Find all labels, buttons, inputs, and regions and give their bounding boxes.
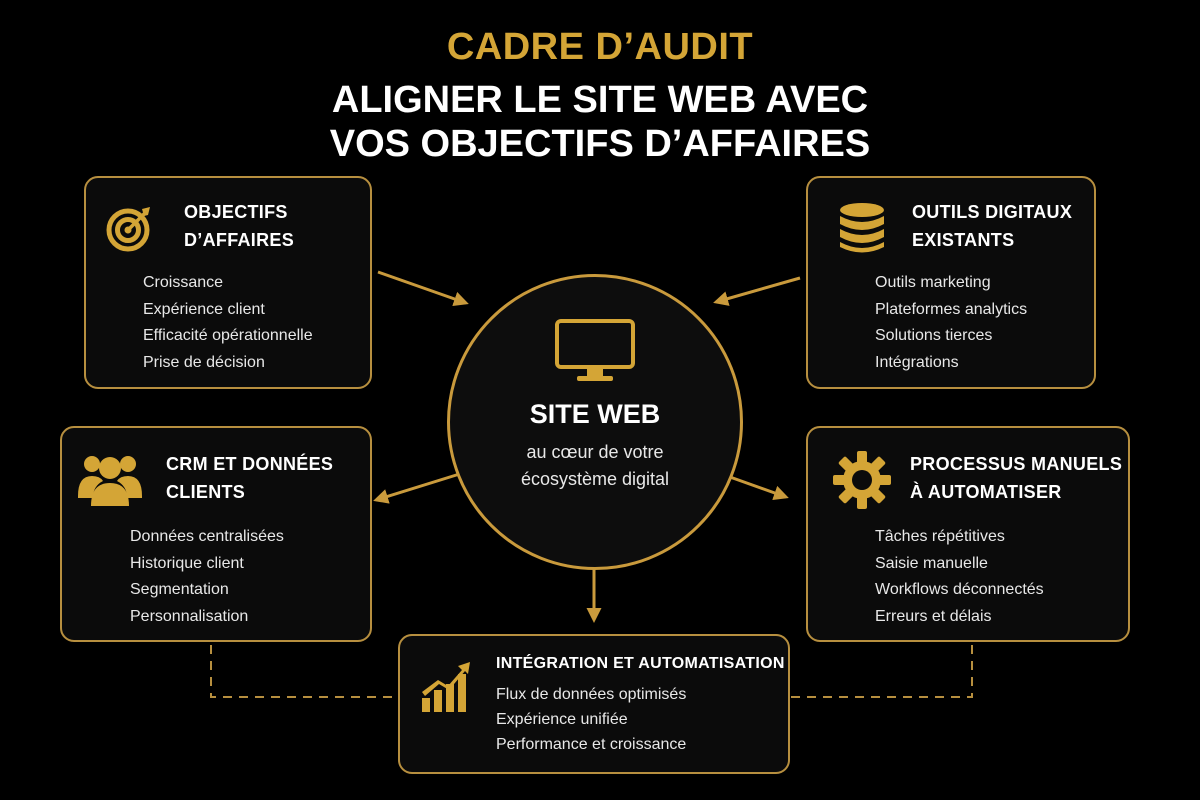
gear-icon bbox=[833, 451, 891, 509]
card-processus-title-line-2: À AUTOMATISER bbox=[910, 482, 1062, 502]
card-outils-digitaux: OUTILS DIGITAUX EXISTANTS Outils marketi… bbox=[806, 176, 1096, 389]
list-item: Plateformes analytics bbox=[875, 300, 1028, 318]
hub-subtitle: au cœur de votre écosystème digital bbox=[450, 439, 740, 493]
list-item: Croissance bbox=[143, 274, 224, 291]
list-item: Solutions tierces bbox=[875, 327, 993, 344]
target-icon bbox=[106, 207, 150, 252]
card-integration-automatisation: INTÉGRATION ET AUTOMATISATION Flux de do… bbox=[398, 634, 790, 774]
list-item: Prise de décision bbox=[143, 353, 265, 371]
card-outils-list: Outils marketing Plateformes analytics S… bbox=[875, 270, 1027, 376]
list-item: Erreurs et délais bbox=[875, 607, 992, 625]
list-item: Saisie manuelle bbox=[875, 554, 988, 572]
list-item: Historique client bbox=[130, 554, 244, 572]
arrow-outils-to-hub bbox=[713, 276, 801, 306]
list-item: Expérience unifiée bbox=[496, 711, 628, 728]
hub-title: SITE WEB bbox=[529, 399, 661, 429]
card-crm-list: Données centralisées Historique client S… bbox=[130, 524, 284, 630]
main-title-line-1: ALIGNER LE SITE WEB AVEC bbox=[331, 79, 869, 121]
card-objectifs-list: Croissance Expérience client Efficacité … bbox=[143, 270, 313, 376]
card-crm-title-line-2: CLIENTS bbox=[166, 482, 246, 502]
card-outils-title-line-1: OUTILS DIGITAUX bbox=[912, 202, 1073, 222]
list-item: Performance et croissance bbox=[496, 736, 687, 753]
card-processus-title: PROCESSUS MANUELS À AUTOMATISER bbox=[910, 450, 1122, 506]
card-processus-manuels: PROCESSUS MANUELS À AUTOMATISER Tâches r… bbox=[806, 426, 1130, 642]
card-objectifs-affaires: OBJECTIFS D’AFFAIRES Croissance Expérien… bbox=[84, 176, 372, 389]
list-item: Workflows déconnectés bbox=[875, 581, 1044, 598]
main-title: ALIGNER LE SITE WEB AVEC VOS OBJECTIFS D… bbox=[0, 78, 1200, 166]
monitor-icon bbox=[555, 319, 635, 381]
dashed-link-left bbox=[210, 645, 398, 698]
list-item: Efficacité opérationnelle bbox=[143, 327, 313, 344]
card-integration-list: Flux de données optimisés Expérience uni… bbox=[496, 682, 686, 757]
hub-site-web: SITE WEB au cœur de votre écosystème dig… bbox=[447, 274, 743, 570]
card-outils-title-line-2: EXISTANTS bbox=[912, 230, 1015, 250]
growth-chart-icon bbox=[422, 662, 470, 712]
list-item: Flux de données optimisés bbox=[496, 686, 687, 703]
hub-subtitle-line-1: au cœur de votre bbox=[526, 442, 664, 462]
arrow-hub-to-crm bbox=[373, 470, 467, 504]
card-crm-donnees: CRM ET DONNÉES CLIENTS Données centralis… bbox=[60, 426, 372, 642]
hub-subtitle-line-2: écosystème digital bbox=[520, 469, 670, 489]
main-title-line-2: VOS OBJECTIFS D’AFFAIRES bbox=[329, 123, 871, 165]
list-item: Tâches répétitives bbox=[875, 528, 1005, 545]
card-integration-title: INTÉGRATION ET AUTOMATISATION bbox=[496, 655, 785, 672]
list-item: Données centralisées bbox=[130, 528, 284, 545]
list-item: Outils marketing bbox=[875, 274, 991, 291]
card-processus-title-line-1: PROCESSUS MANUELS bbox=[910, 454, 1123, 474]
card-objectifs-title: OBJECTIFS D’AFFAIRES bbox=[184, 198, 294, 254]
card-crm-title: CRM ET DONNÉES CLIENTS bbox=[166, 450, 333, 506]
arrow-objectifs-to-hub bbox=[377, 270, 469, 307]
database-icon bbox=[840, 203, 884, 253]
list-item: Personnalisation bbox=[130, 607, 249, 625]
list-item: Expérience client bbox=[143, 300, 265, 318]
kicker-title: CADRE D’AUDIT bbox=[446, 26, 754, 68]
card-objectifs-title-line-2: D’AFFAIRES bbox=[184, 230, 295, 250]
card-objectifs-title-line-1: OBJECTIFS bbox=[184, 202, 288, 222]
dashed-link-right bbox=[790, 645, 973, 698]
card-crm-title-line-1: CRM ET DONNÉES bbox=[166, 454, 334, 474]
list-item: Intégrations bbox=[875, 353, 959, 371]
card-processus-list: Tâches répétitives Saisie manuelle Workf… bbox=[875, 524, 1044, 630]
list-item: Segmentation bbox=[130, 581, 229, 598]
users-icon bbox=[78, 456, 142, 506]
card-outils-title: OUTILS DIGITAUX EXISTANTS bbox=[912, 198, 1072, 254]
